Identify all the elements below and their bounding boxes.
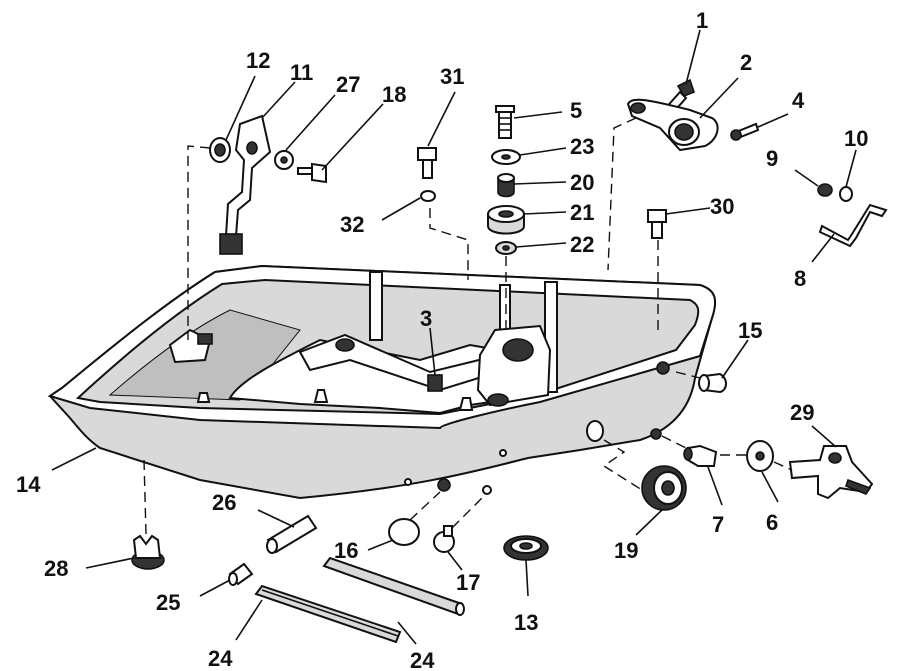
valve-29 xyxy=(788,445,874,500)
washer-22 xyxy=(495,241,517,255)
leader-lines xyxy=(51,29,857,645)
callout-31: 31 xyxy=(440,64,464,89)
callout-22: 22 xyxy=(570,232,594,257)
bolt-30 xyxy=(647,209,667,239)
callout-24-lower: 24 xyxy=(208,646,233,671)
lower-cover xyxy=(47,264,717,500)
callout-8: 8 xyxy=(794,266,806,291)
fitting-7 xyxy=(683,444,718,467)
rod-8 xyxy=(818,203,888,248)
callout-19: 19 xyxy=(614,538,638,563)
callout-11: 11 xyxy=(290,60,313,85)
cover-post xyxy=(369,271,383,341)
bushing-15 xyxy=(698,372,727,394)
callout-6: 6 xyxy=(766,510,778,535)
grommet-21 xyxy=(487,205,525,235)
callout-26: 26 xyxy=(212,490,236,515)
side-hole xyxy=(499,449,507,457)
callout-32: 32 xyxy=(340,212,364,237)
washer-10 xyxy=(839,186,853,202)
screw-4 xyxy=(730,122,760,141)
side-hole xyxy=(586,420,604,442)
side-hole xyxy=(656,361,670,375)
callout-18: 18 xyxy=(382,82,406,107)
callout-23: 23 xyxy=(570,134,594,159)
grommet-12 xyxy=(209,137,231,163)
grommet-19 xyxy=(641,465,687,511)
callout-10: 10 xyxy=(844,126,868,151)
spacer-20 xyxy=(497,173,515,198)
strip-24-lower xyxy=(254,584,402,644)
side-hole xyxy=(404,478,412,486)
callout-2: 2 xyxy=(740,50,752,75)
grommet-13 xyxy=(503,535,549,561)
callout-5: 5 xyxy=(570,98,582,123)
callout-13: 13 xyxy=(514,610,538,635)
side-hole xyxy=(437,478,451,492)
callout-14: 14 xyxy=(16,472,41,497)
plug-16 xyxy=(388,518,420,546)
callout-labels: 1 2 3 4 5 6 7 8 9 10 11 12 13 14 15 16 1… xyxy=(16,8,868,671)
callout-1: 1 xyxy=(696,8,708,33)
strip-24-upper xyxy=(322,556,465,616)
callout-20: 20 xyxy=(570,170,594,195)
clip-28 xyxy=(131,534,165,570)
side-hole xyxy=(650,428,662,440)
callout-9: 9 xyxy=(766,146,778,171)
callout-12: 12 xyxy=(246,48,270,73)
washer-23 xyxy=(491,149,521,165)
screw-18 xyxy=(297,162,327,184)
callout-3: 3 xyxy=(420,306,432,331)
callout-29: 29 xyxy=(790,400,814,425)
plug-17 xyxy=(433,525,455,553)
bracket-2 xyxy=(626,98,719,152)
bolt-31 xyxy=(417,147,437,179)
sleeve-25 xyxy=(228,562,254,586)
callout-16: 16 xyxy=(334,538,358,563)
sleeve-26 xyxy=(266,514,318,554)
callout-24-upper: 24 xyxy=(410,648,435,671)
bolt-5 xyxy=(495,105,515,139)
bracket-3 xyxy=(427,374,443,392)
callout-28: 28 xyxy=(44,556,68,581)
callout-17: 17 xyxy=(456,570,480,595)
assembly-lines xyxy=(143,117,793,535)
callout-7: 7 xyxy=(712,512,724,537)
washer-32 xyxy=(420,190,436,202)
callout-25: 25 xyxy=(156,590,180,615)
callout-21: 21 xyxy=(570,200,594,225)
washer-27 xyxy=(274,150,294,170)
callout-27: 27 xyxy=(336,72,360,97)
side-hole xyxy=(482,485,492,495)
callout-15: 15 xyxy=(738,318,762,343)
link-11 xyxy=(219,114,272,255)
callout-30: 30 xyxy=(710,194,734,219)
callout-4: 4 xyxy=(792,88,805,113)
nut-9 xyxy=(817,183,833,197)
washer-6 xyxy=(746,440,774,472)
